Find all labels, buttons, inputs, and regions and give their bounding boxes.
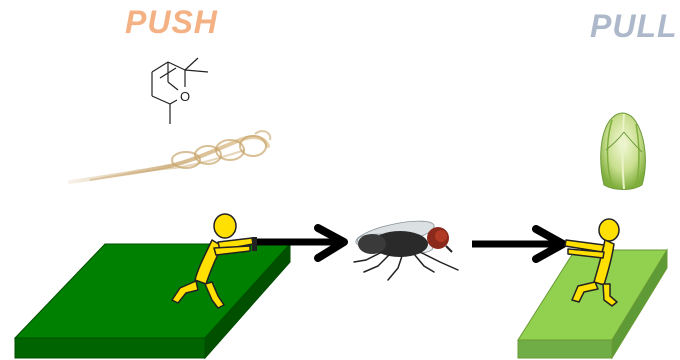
pull-arrow — [472, 229, 563, 259]
right-platform — [518, 250, 667, 358]
left-platform — [15, 244, 290, 358]
smoke-icon — [70, 131, 270, 182]
napa-cabbage-icon — [601, 113, 646, 189]
housefly-icon — [354, 216, 458, 280]
oxygen-atom-label: O — [180, 89, 190, 104]
